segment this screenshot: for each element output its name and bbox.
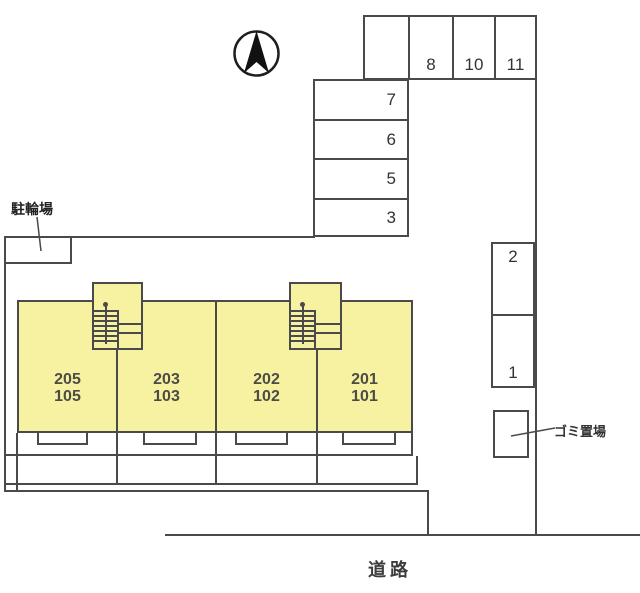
bicycle-parking-box (4, 236, 72, 264)
unit-205-105: 205 105 (19, 302, 116, 431)
unit-lower-number: 102 (253, 388, 280, 405)
parking-space-label: 2 (508, 247, 518, 266)
unit-label: 202 102 (217, 371, 316, 405)
parking-space-5: 5 (315, 158, 407, 198)
terrace-right-edge (411, 433, 413, 456)
entrance-porch (37, 433, 88, 445)
parking-space-2: 2 (493, 244, 533, 314)
road-label: 道路 (368, 560, 412, 580)
parking-space-7: 7 (315, 81, 407, 119)
stair-direction-line (302, 305, 304, 344)
unit-lower-number: 105 (54, 388, 81, 405)
parking-space-label: 5 (386, 169, 396, 188)
terrace-left-edge (16, 433, 18, 492)
stair-direction-line (105, 305, 107, 344)
stair-landing-line (314, 332, 340, 334)
stairs-icon (289, 282, 342, 350)
terrace-row-line (4, 454, 413, 456)
garbage-area-box (493, 410, 529, 458)
entrance-porch (143, 433, 197, 445)
stair-direction-dot (300, 302, 305, 307)
boundary-bottom (4, 490, 429, 492)
stair-landing-line (314, 323, 340, 325)
parking-space-6: 6 (315, 119, 407, 158)
unit-label: 201 101 (318, 371, 411, 405)
unit-lower-number: 101 (351, 388, 378, 405)
bicycle-parking-leader-line (36, 216, 42, 252)
stair-landing-line (117, 332, 141, 334)
terrace-row-line (4, 483, 418, 485)
north-arrow-icon (233, 30, 280, 77)
unit-upper-number: 203 (153, 371, 180, 388)
stairs-icon (92, 282, 143, 350)
unit-201-101: 201 101 (316, 302, 411, 431)
parking-space-3: 3 (315, 198, 407, 235)
stair-rail (117, 310, 119, 348)
parking-space-label: 1 (508, 363, 518, 382)
unit-upper-number: 205 (54, 371, 81, 388)
parking-space-label: 7 (386, 90, 396, 109)
unit-202-102: 202 102 (215, 302, 316, 431)
terrace-right-edge (416, 456, 418, 485)
garbage-leader-line (510, 427, 556, 437)
parking-row-top: 8 10 11 (363, 15, 537, 80)
boundary-top-left (4, 236, 315, 238)
garbage-area-label: ゴミ置場 (554, 424, 607, 439)
parking-space-8: 8 (408, 17, 452, 78)
unit-label: 205 105 (19, 371, 116, 405)
stair-rail (314, 310, 316, 348)
stair-direction-dot (103, 302, 108, 307)
unit-upper-number: 202 (253, 371, 280, 388)
entrance-porch (235, 433, 288, 445)
boundary-step (427, 490, 429, 536)
parking-column-right: 2 1 (491, 242, 535, 388)
parking-space-label: 6 (386, 129, 396, 149)
terrace-divider (215, 433, 217, 485)
boundary-right (535, 15, 537, 536)
bicycle-parking-label: 駐輪場 (11, 201, 53, 217)
entrance-porch (342, 433, 396, 445)
unit-label: 203 103 (118, 371, 215, 405)
parking-space-11: 11 (494, 17, 535, 78)
terrace-divider (116, 433, 118, 485)
terrace-divider (316, 433, 318, 485)
parking-space-label: 8 (426, 55, 436, 74)
unit-upper-number: 201 (351, 371, 378, 388)
boundary-left (4, 236, 6, 492)
parking-space-label: 11 (506, 55, 525, 74)
parking-column-left: 7 6 5 3 (313, 79, 409, 237)
stair-landing-line (117, 323, 141, 325)
parking-space-1: 1 (493, 314, 533, 386)
parking-space-label: 10 (464, 55, 484, 74)
parking-space-10: 10 (452, 17, 494, 78)
unit-203-103: 203 103 (116, 302, 215, 431)
parking-space-label: 3 (386, 207, 396, 227)
parking-space-blank (365, 17, 408, 78)
unit-lower-number: 103 (153, 388, 180, 405)
road-line (165, 534, 640, 536)
building: 205 105 203 103 202 102 201 101 (17, 300, 413, 433)
